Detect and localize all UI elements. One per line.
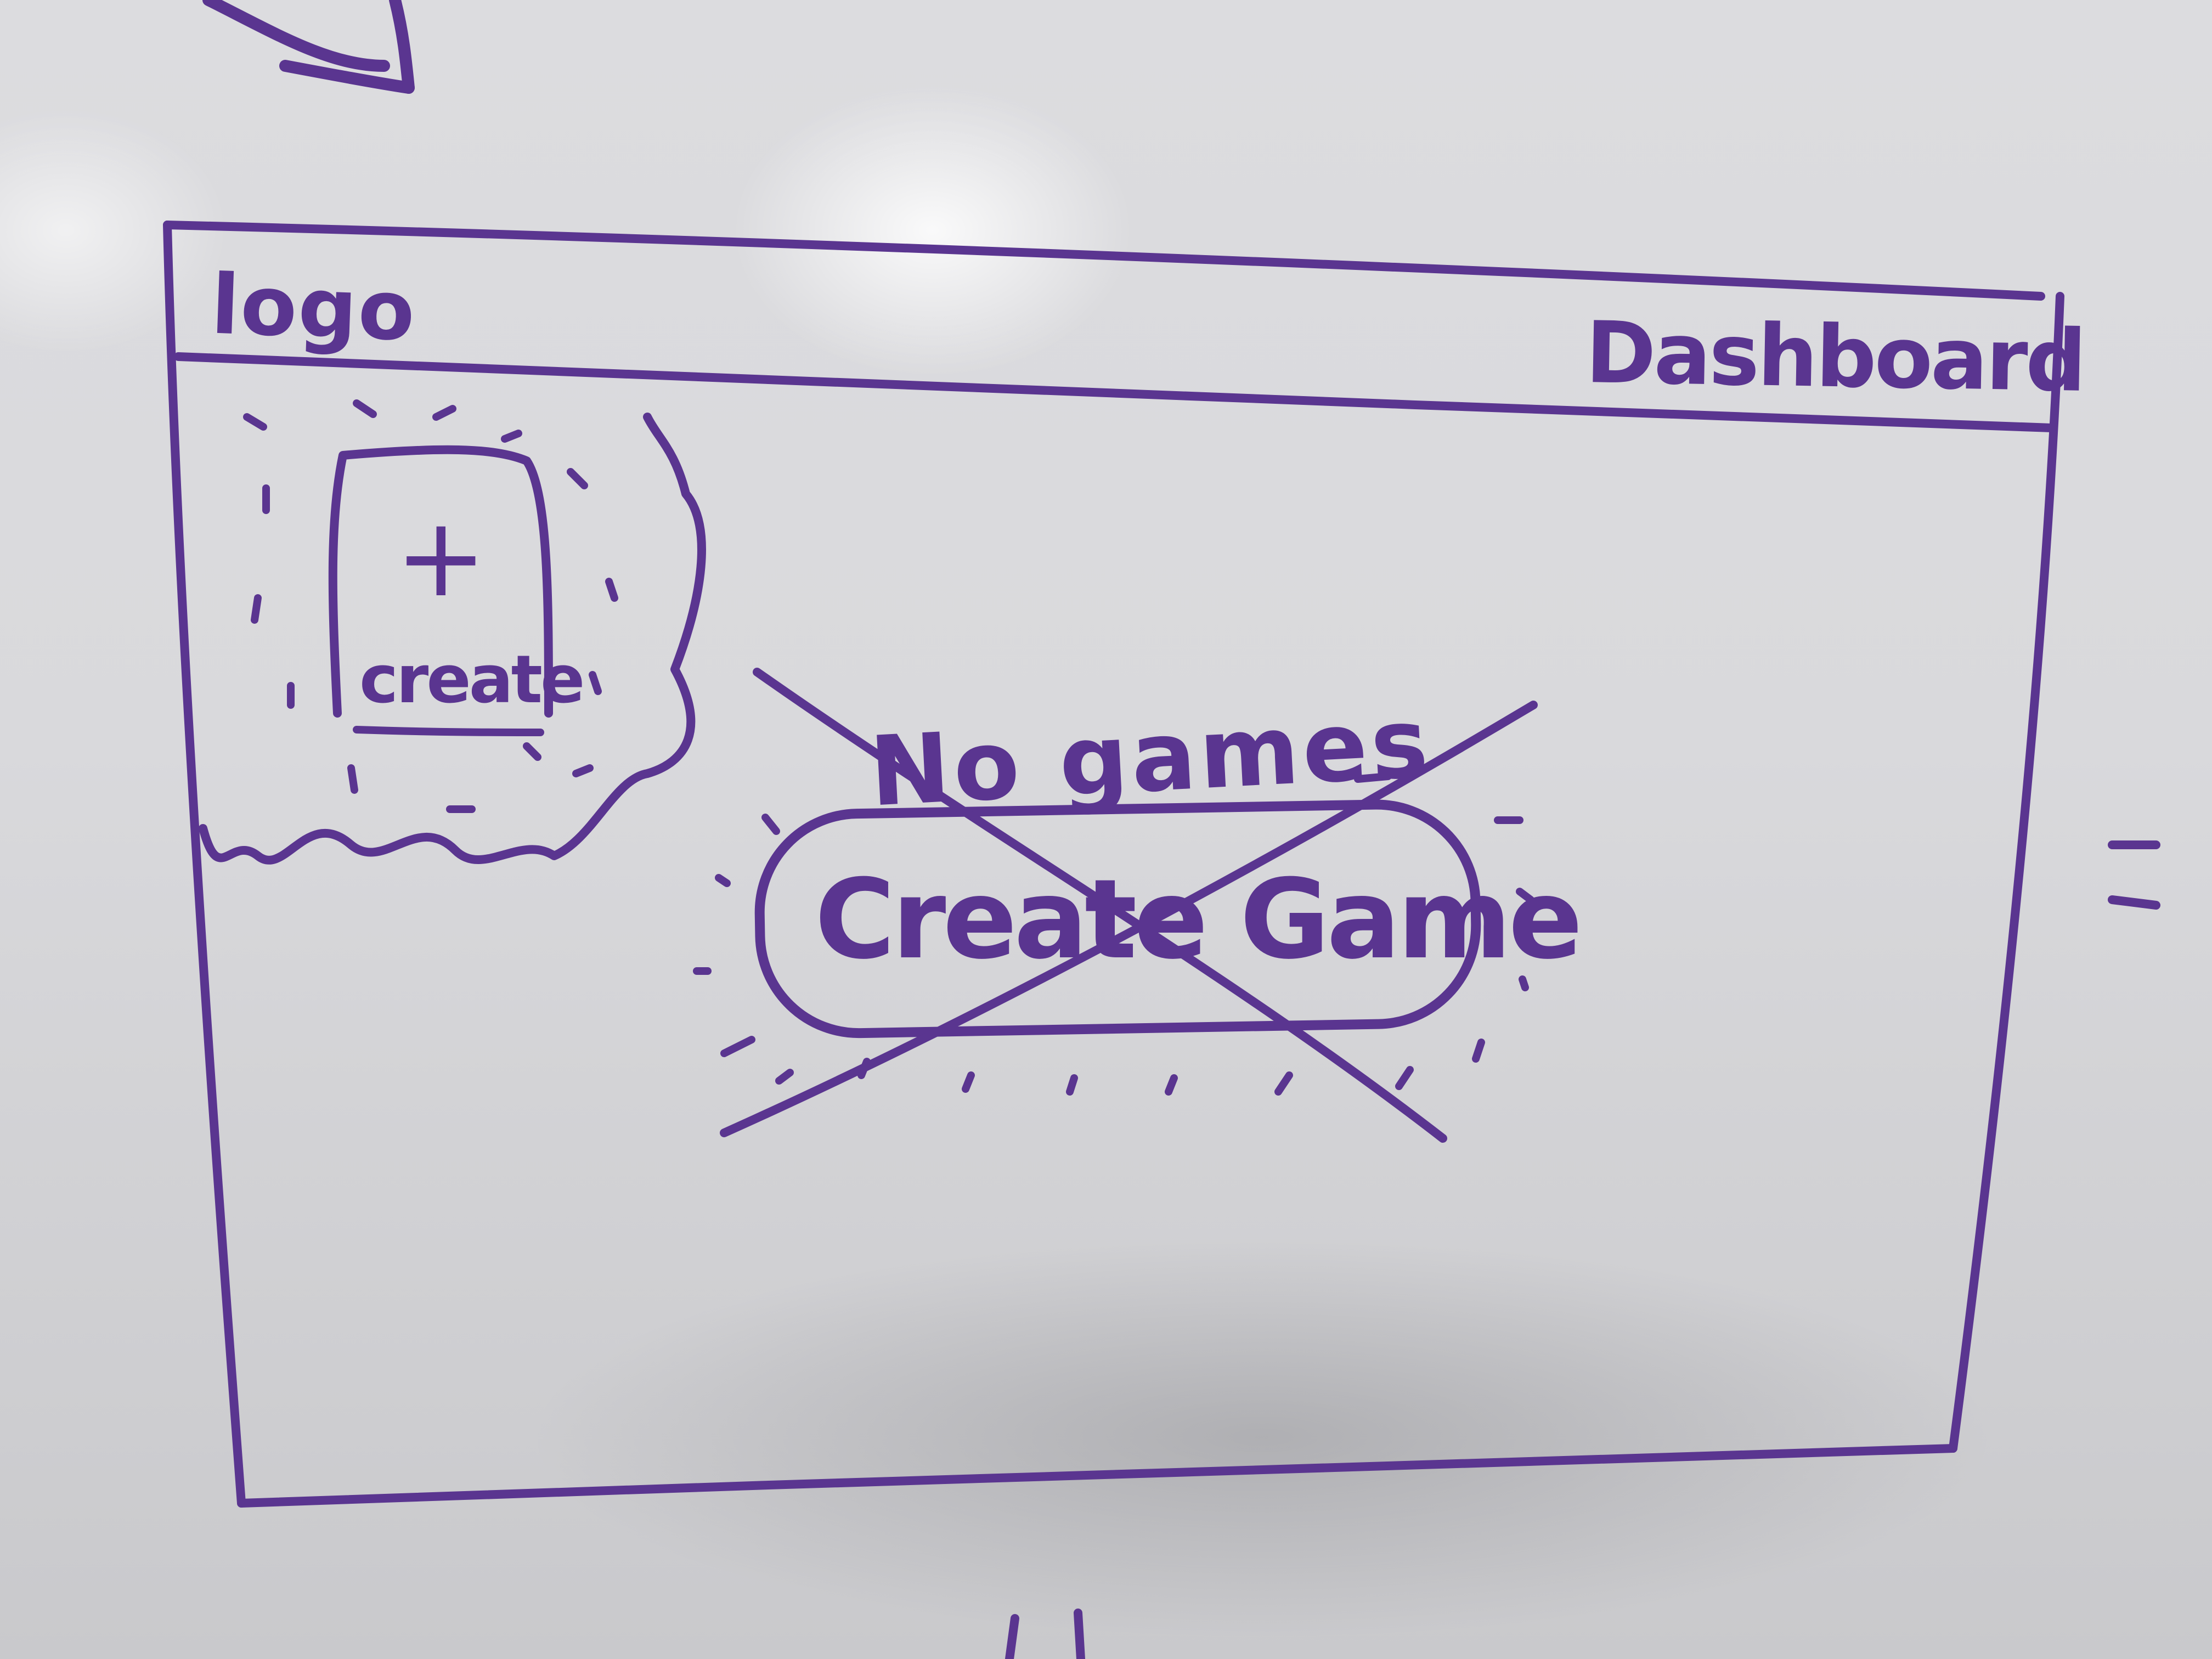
dashboard-link[interactable]: Dashboard	[1584, 303, 2085, 411]
bottom-marks	[1005, 1609, 1085, 1659]
window-frame	[163, 221, 2064, 1508]
plus-icon: +	[395, 494, 488, 622]
cross-out-mark	[720, 668, 1538, 1143]
create-tile-outline	[328, 445, 553, 736]
arrow-sketch	[202, 0, 415, 94]
create-game-outline	[754, 799, 1481, 1039]
create-game-label: Create Game	[815, 856, 1583, 984]
logo[interactable]: logo	[210, 257, 417, 360]
pill-sparkle	[693, 772, 1534, 1096]
highlight-scribble	[199, 399, 706, 865]
create-tile-label: create	[359, 642, 585, 718]
edge-marks	[2108, 840, 2160, 910]
